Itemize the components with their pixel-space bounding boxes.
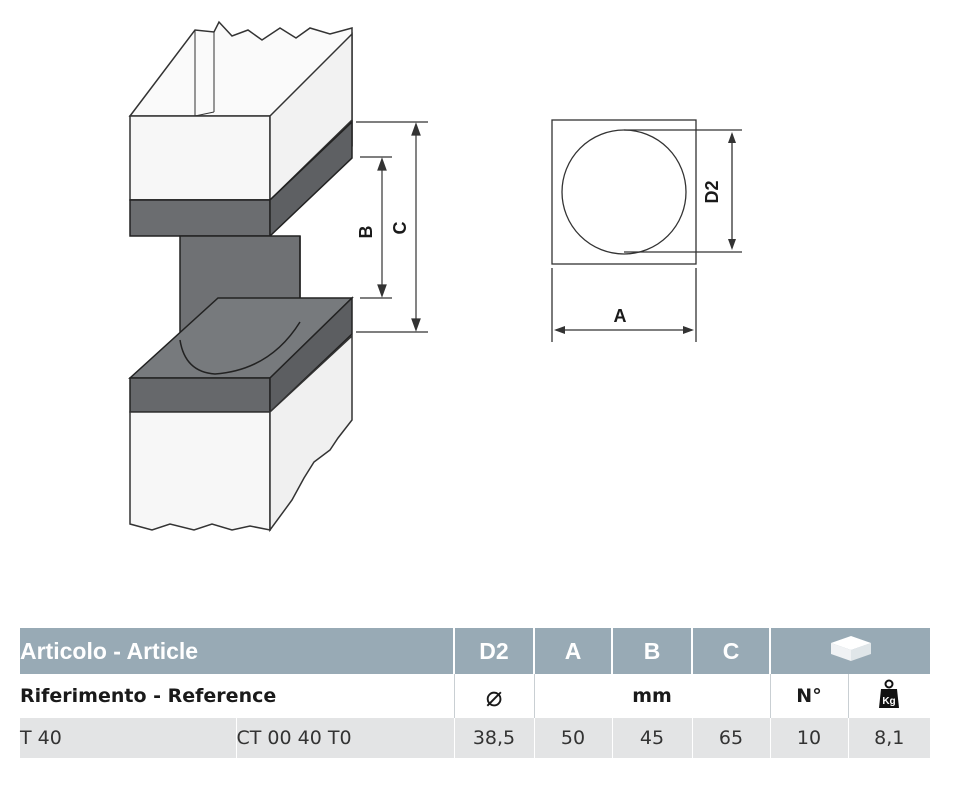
label-b: B [356,226,376,239]
weight-icon: Kg [848,674,930,718]
table-row: T 40 CT 00 40 T0 38,5 50 45 65 10 8,1 [20,718,930,758]
label-d2: D2 [702,180,722,203]
dimension-c [356,121,428,333]
label-a: A [614,306,627,326]
cell-weight: 8,1 [848,718,930,758]
lower-plate [128,296,354,414]
cell-b: 45 [612,718,693,758]
cell-a: 50 [534,718,613,758]
label-c: C [390,222,410,235]
header-article: Articolo - Article [20,628,455,674]
cell-qty: 10 [770,718,849,758]
box-icon [830,636,871,661]
table-subheader-row: Riferimento - Reference ⌀ mm N° Kg [20,674,930,718]
spec-table: Articolo - Article D2 A B C Riferimento … [20,628,930,758]
svg-text:Kg: Kg [883,696,896,707]
cell-c: 65 [692,718,771,758]
cell-d2: 38,5 [454,718,535,758]
subheader-reference: Riferimento - Reference [20,674,455,718]
header-package [770,628,930,674]
subheader-unit: mm [534,674,771,718]
cell-reference: CT 00 40 T0 [236,718,455,758]
dimension-b [360,156,392,299]
upper-block [128,20,353,202]
cell-article: T 40 [20,718,237,758]
diameter-icon: ⌀ [454,674,535,718]
technical-drawing: B C D2 A [128,20,742,533]
header-c: C [692,628,771,674]
header-a: A [534,628,613,674]
lower-block [129,334,353,533]
top-view-arrows [554,132,736,334]
diameter-symbol: ⌀ [485,679,503,713]
header-b: B [612,628,693,674]
header-d2: D2 [454,628,535,674]
top-view [551,119,742,342]
subheader-qty: N° [770,674,849,718]
table-header-row: Articolo - Article D2 A B C [20,628,930,674]
